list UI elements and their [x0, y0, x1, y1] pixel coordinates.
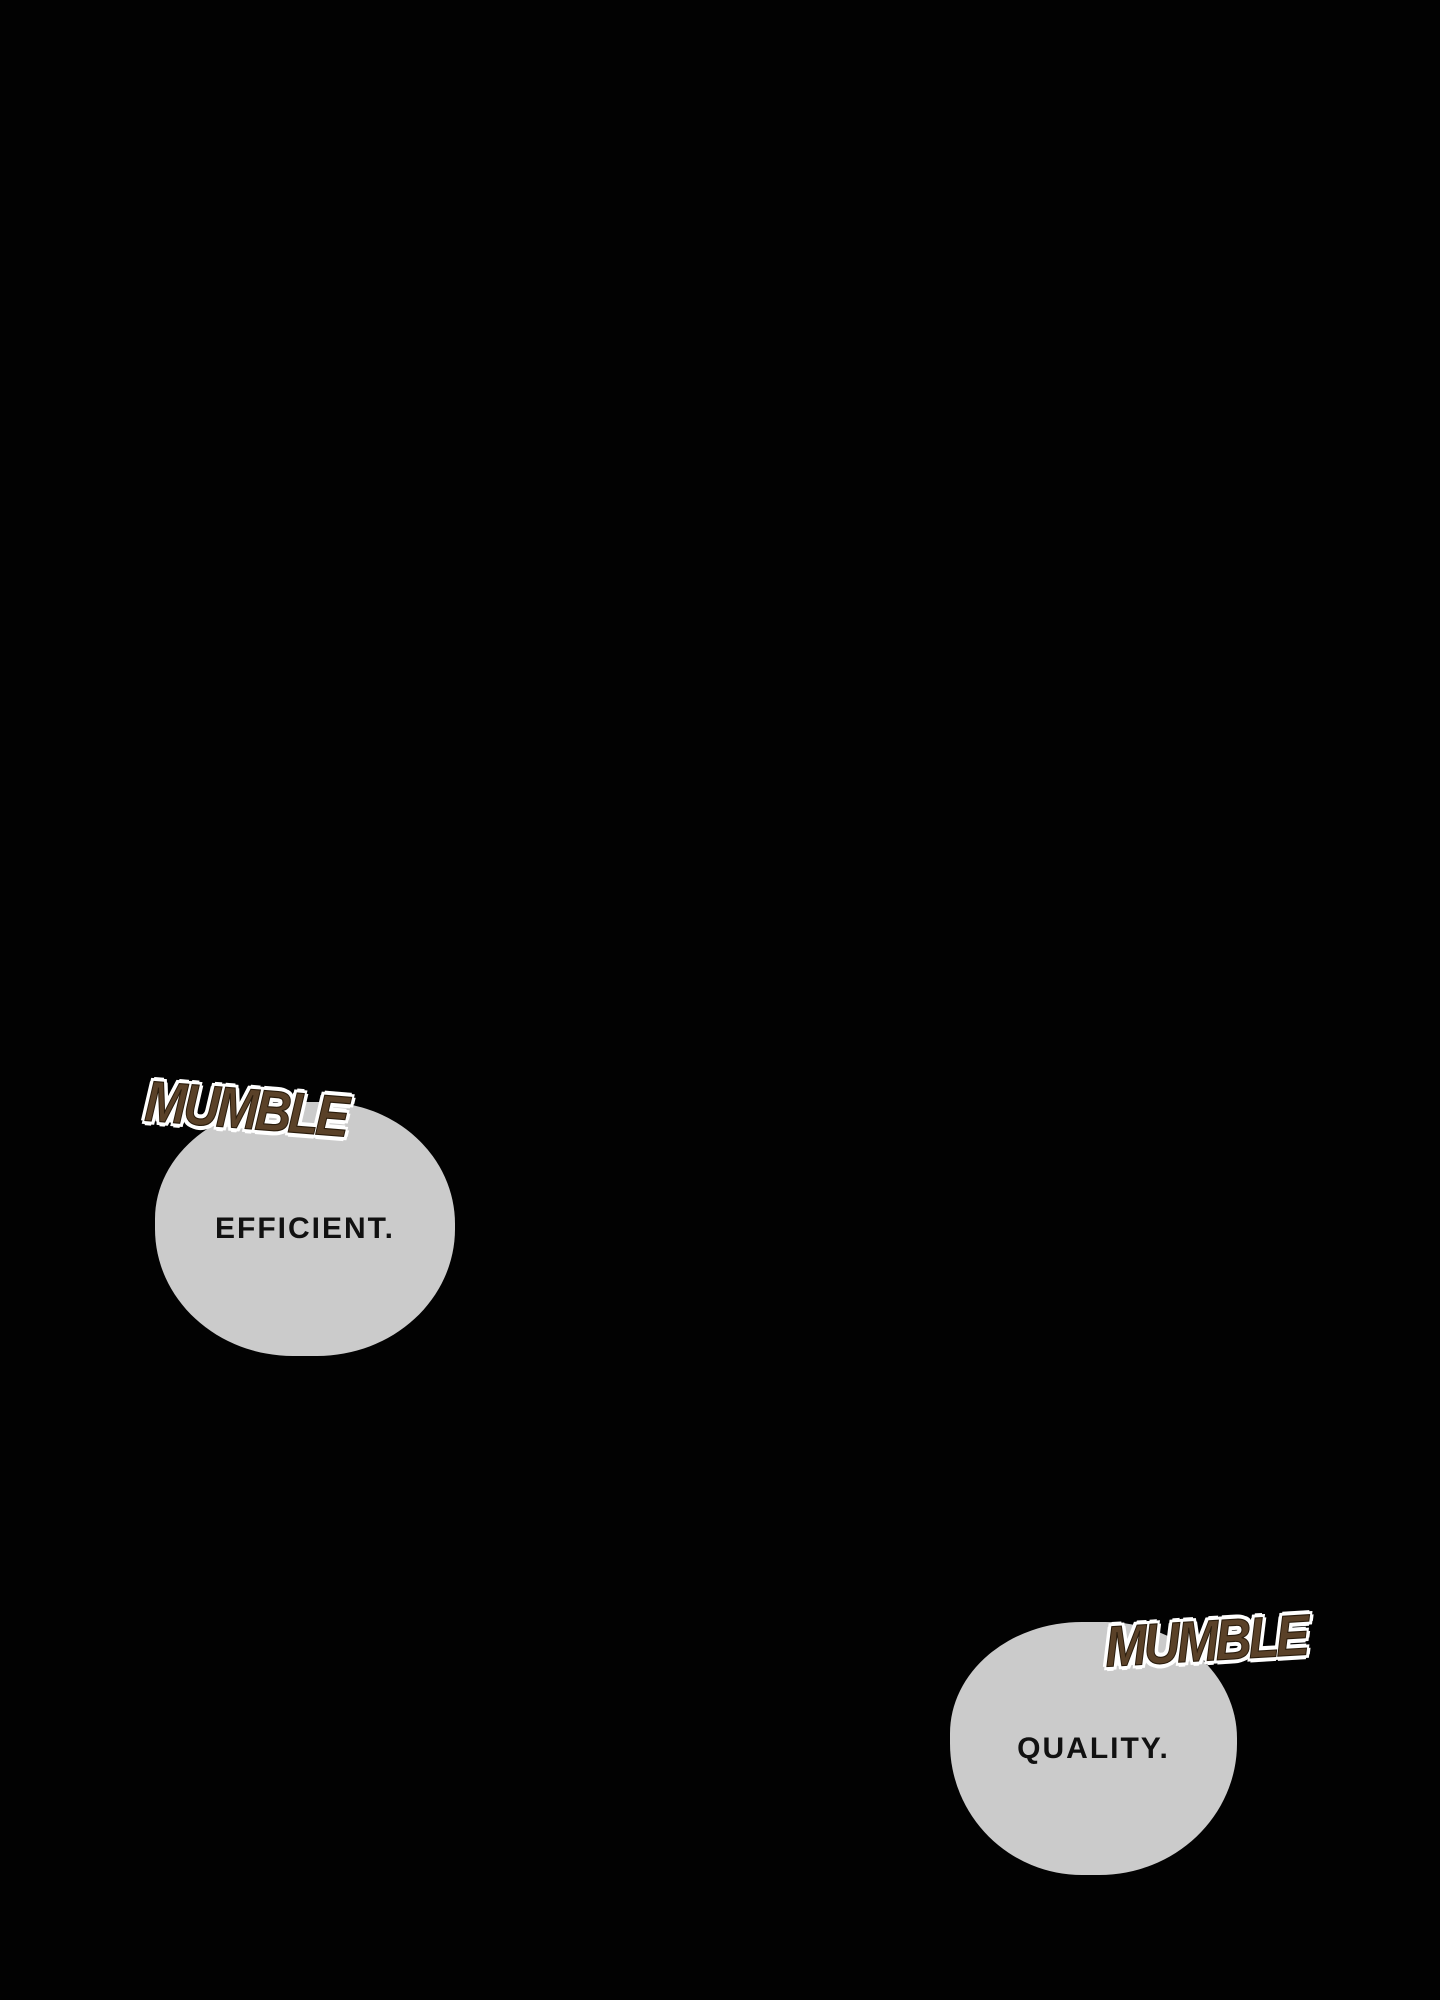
speech-bubble-quality: QUALITY. — [950, 1622, 1237, 1875]
bubble-text: EFFICIENT. — [214, 1212, 395, 1245]
sound-effect-mumble: MUMBLE — [143, 1068, 349, 1150]
speech-bubble-efficient: EFFICIENT. — [155, 1102, 455, 1356]
sound-effect-mumble: MUMBLE — [1103, 1602, 1308, 1680]
bubble-text: QUALITY. — [1017, 1731, 1170, 1765]
